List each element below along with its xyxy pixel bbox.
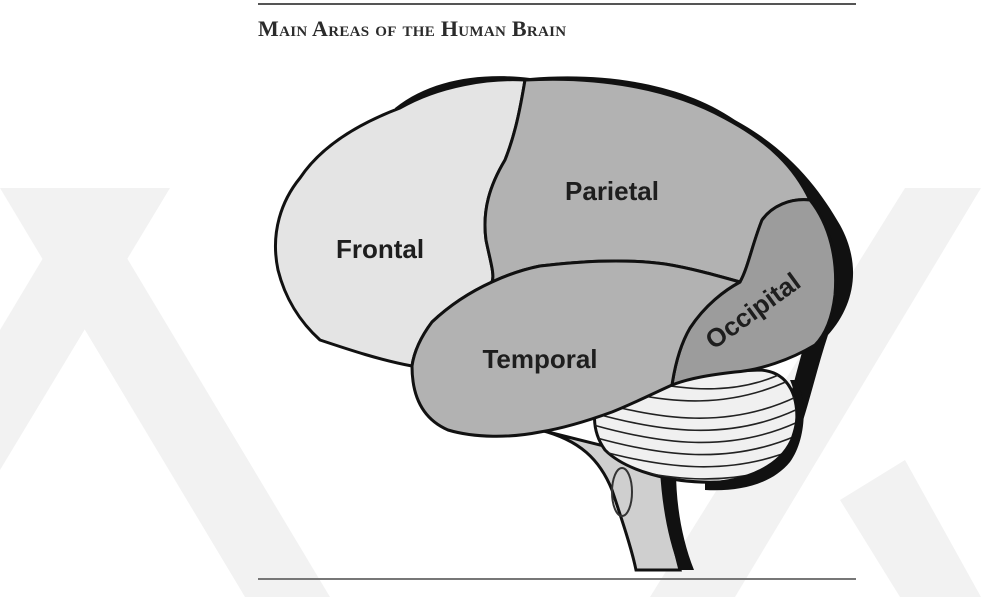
frontal-label: Frontal bbox=[336, 234, 424, 264]
parietal-label: Parietal bbox=[565, 176, 659, 206]
bottom-rule bbox=[258, 578, 856, 580]
temporal-label: Temporal bbox=[482, 344, 597, 374]
